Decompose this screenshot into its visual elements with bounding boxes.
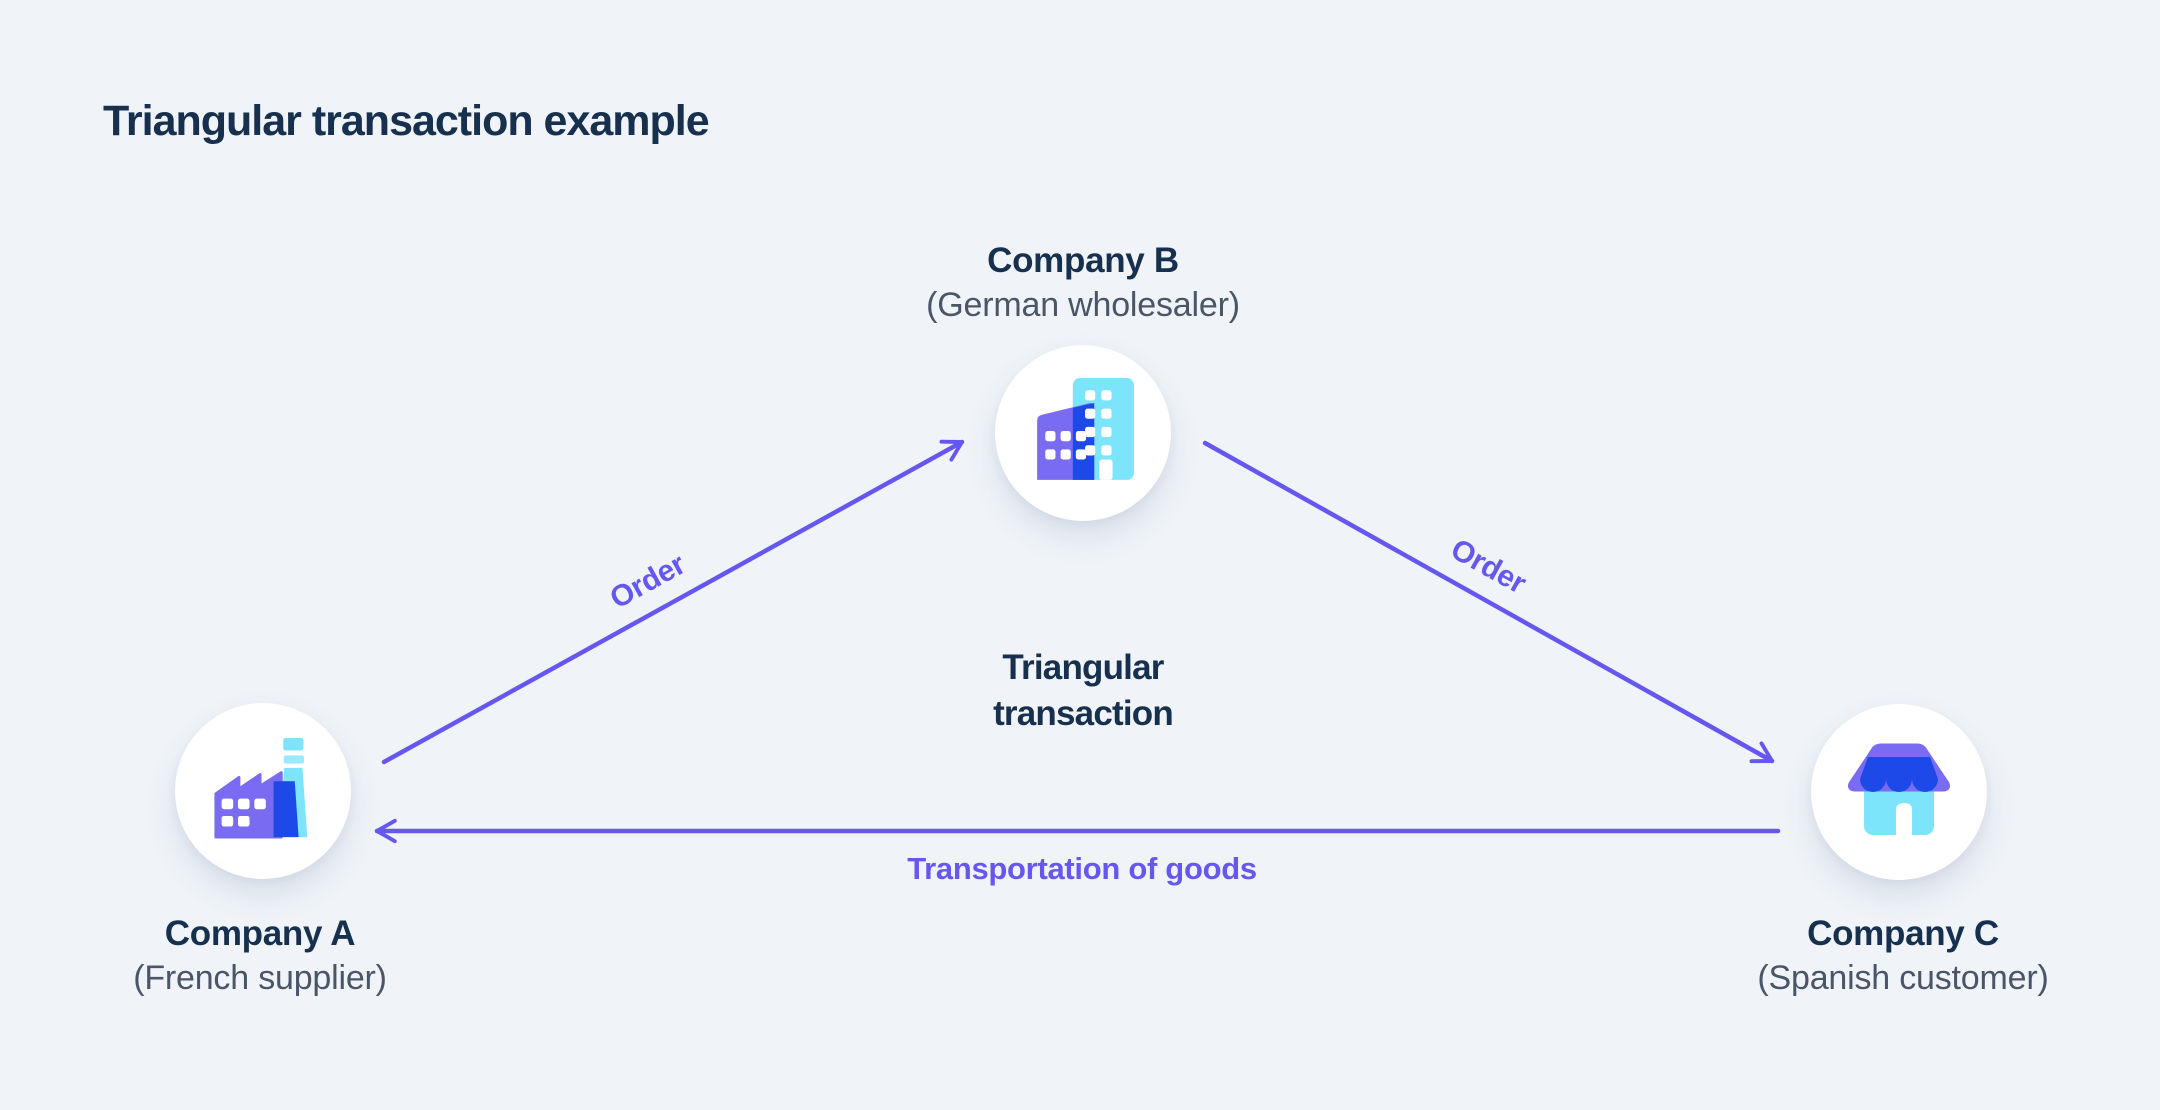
node-company-a-caption: Company A (French supplier): [0, 912, 580, 1000]
node-label: Company B: [987, 241, 1179, 280]
node-sublabel: (French supplier): [133, 959, 387, 997]
node-company-b-circle: [995, 345, 1171, 521]
factory-icon: [210, 737, 316, 845]
node-label: Company A: [164, 914, 356, 953]
node-company-c-caption: Company C (Spanish customer): [1583, 912, 2160, 1000]
order-arrow-b-to-c: [1202, 440, 1775, 764]
node-company-a-circle: [175, 703, 351, 879]
page-title: Triangular transaction example: [103, 97, 710, 145]
node-label: Company C: [1807, 914, 1999, 953]
node-sublabel: (German wholesaler): [926, 286, 1240, 324]
center-caption: Triangular transaction: [993, 648, 1174, 733]
edge-label-transportation: Transportation of goods: [907, 851, 1257, 886]
node-company-c-circle: [1811, 704, 1987, 880]
node-company-b-caption: Company B (German wholesaler): [763, 239, 1403, 327]
node-sublabel: (Spanish customer): [1757, 959, 2049, 997]
storefront-icon: [1846, 743, 1952, 842]
office-building-icon: [1032, 377, 1134, 489]
order-arrow-a-to-b: [381, 439, 965, 765]
